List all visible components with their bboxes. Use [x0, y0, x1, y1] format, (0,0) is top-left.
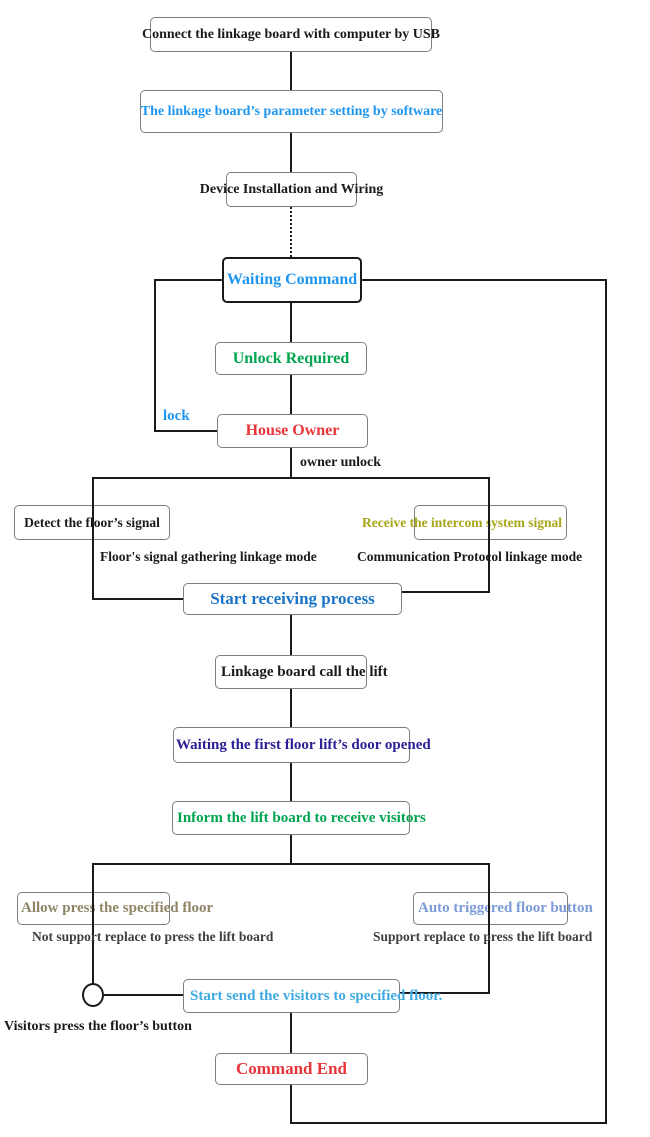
connector-bottom-horizontal — [290, 1122, 607, 1124]
node-unlock-required: Unlock Required — [215, 342, 367, 375]
connector-auto-to-startsend — [400, 992, 490, 994]
node-house-owner-label: House Owner — [245, 422, 340, 439]
node-start-receiving-process: Start receiving process — [183, 583, 402, 615]
connector-waiting-to-unlock — [290, 303, 292, 342]
node-linkage-board-call-lift: Linkage board call the lift — [215, 655, 388, 689]
connector-branch1-left-vertical — [92, 477, 94, 600]
node-device-installation: Device Installation and Wiring — [200, 172, 383, 207]
connector-intercom-to-startreceiving — [402, 591, 490, 593]
node-connect-usb-label: Connect the linkage board with computer … — [141, 26, 441, 42]
circle-connector — [82, 983, 104, 1007]
node-waiting-door-opened: Waiting the first floor lift’s door open… — [173, 727, 431, 763]
connector-detect-to-startreceiving — [92, 598, 184, 600]
node-start-send-visitors: Start send the visitors to specified flo… — [183, 979, 442, 1013]
connector-call-to-door — [290, 689, 292, 727]
node-house-owner: House Owner — [217, 414, 368, 448]
connector-door-to-inform — [290, 763, 292, 801]
connector-right-loop-vertical — [605, 279, 607, 1124]
node-waiting-command: Waiting Command — [222, 257, 362, 303]
node-allow-press-floor-label: Allow press the specified floor — [21, 900, 214, 916]
connector-lock-loop-vertical — [154, 279, 156, 432]
edge-label-visitors-press: Visitors press the floor’s button — [4, 1019, 192, 1034]
edge-label-not-support-replace: Not support replace to press the lift bo… — [32, 929, 274, 944]
connector-waiting-to-right-loop — [362, 279, 607, 281]
connector-branch2-right-vertical — [488, 863, 490, 994]
node-connect-usb: Connect the linkage board with computer … — [142, 17, 440, 52]
connector-device-to-waiting-dotted — [290, 207, 292, 257]
node-command-end: Command End — [215, 1053, 368, 1085]
connector-circle-to-startsend — [104, 994, 183, 996]
node-auto-triggered-button-label: Auto triggered floor button — [418, 900, 593, 916]
node-linkage-board-call-lift-label: Linkage board call the lift — [221, 663, 388, 680]
node-waiting-door-opened-label: Waiting the first floor lift’s door open… — [176, 736, 431, 753]
node-inform-lift-board: Inform the lift board to receive visitor… — [172, 801, 426, 835]
connector-lock-loop-bottom — [154, 430, 217, 432]
connector-lock-loop-top — [154, 279, 222, 281]
connector-end-to-bottom — [290, 1085, 292, 1123]
edge-label-floor-signal-mode: Floor's signal gathering linkage mode — [100, 549, 317, 564]
connector-inform-to-branch — [290, 835, 292, 864]
node-command-end-label: Command End — [235, 1059, 347, 1078]
connector-branch2-horizontal — [92, 863, 490, 865]
node-start-receiving-process-label: Start receiving process — [210, 589, 375, 608]
connector-branch2-left-vertical — [92, 863, 94, 984]
connector-startreceiving-to-call — [290, 615, 292, 655]
connector-branch1-horizontal — [92, 477, 490, 479]
connector-unlock-to-owner — [290, 375, 292, 414]
node-parameter-setting-label: The linkage board’s parameter setting by… — [140, 103, 443, 119]
connector-branch1-right-vertical — [488, 477, 490, 593]
node-waiting-command-label: Waiting Command — [226, 271, 358, 288]
node-inform-lift-board-label: Inform the lift board to receive visitor… — [177, 809, 426, 826]
edge-label-support-replace: Support replace to press the lift board — [373, 929, 593, 944]
node-auto-triggered-button: Auto triggered floor button — [413, 892, 593, 925]
edge-label-lock: lock — [163, 408, 190, 424]
node-device-installation-label: Device Installation and Wiring — [199, 181, 384, 197]
connector-startsend-to-end — [290, 1013, 292, 1053]
node-unlock-required-label: Unlock Required — [232, 349, 350, 367]
node-start-send-visitors-label: Start send the visitors to specified flo… — [190, 987, 443, 1004]
node-receive-intercom-signal: Receive the intercom system signal — [362, 505, 567, 540]
node-parameter-setting: The linkage board’s parameter setting by… — [140, 90, 443, 133]
connector-param-to-device — [290, 133, 292, 172]
edge-label-owner-unlock: owner unlock — [300, 455, 382, 470]
connector-connect-to-param — [290, 52, 292, 90]
edge-label-communication-mode: Communication Protocol linkage mode — [357, 549, 583, 564]
node-receive-intercom-signal-label: Receive the intercom system signal — [362, 514, 562, 530]
connector-owner-to-branch — [290, 448, 292, 478]
